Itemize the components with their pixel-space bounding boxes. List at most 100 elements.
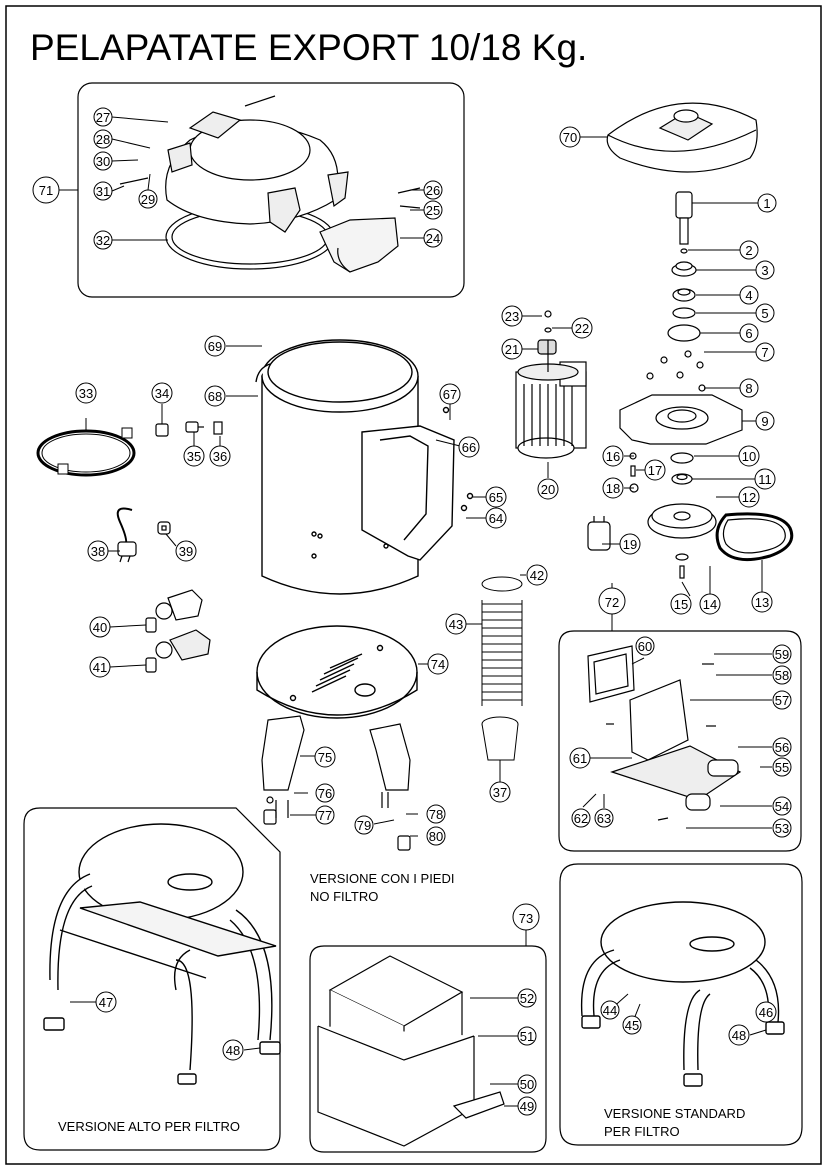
callout-64: [485, 507, 507, 529]
callout-label-77: 77: [318, 808, 332, 823]
callout-label-63: 63: [597, 811, 611, 826]
motor-assembly: [515, 310, 587, 459]
callout-44: [600, 1000, 620, 1020]
callout-54: [772, 796, 792, 816]
callout-label-34: 34: [155, 386, 169, 401]
callout-label-26: 26: [426, 183, 440, 198]
callout-8: [739, 378, 759, 398]
callout-3: [755, 260, 775, 280]
callout-22: [571, 317, 593, 339]
callout-label-54: 54: [775, 799, 789, 814]
callout-37: [489, 781, 511, 803]
callout-5: [755, 303, 775, 323]
callout-label-58: 58: [775, 668, 789, 683]
callout-48-alto: [222, 1039, 244, 1061]
callout-7: [755, 342, 775, 362]
callout-label-6: 6: [745, 326, 752, 341]
callout-56: [772, 737, 792, 757]
callout-29: [138, 189, 158, 209]
callout-label-32: 32: [96, 233, 110, 248]
callout-label-48-alto: 48: [226, 1043, 240, 1058]
callout-63: [594, 808, 614, 828]
callout-label-37: 37: [493, 785, 507, 800]
callout-label-60: 60: [638, 639, 652, 654]
callout-46: [755, 1001, 777, 1023]
callout-label-55: 55: [775, 760, 789, 775]
callout-label-70: 70: [563, 130, 577, 145]
main-tub: [255, 339, 474, 595]
callout-76: [315, 783, 335, 803]
callout-label-49: 49: [520, 1099, 534, 1114]
callout-25: [423, 200, 443, 220]
group-frame-73: [309, 945, 547, 1153]
callout-label-3: 3: [761, 263, 768, 278]
callout-label-14: 14: [703, 597, 717, 612]
callout-74: [427, 653, 449, 675]
callout-38: [87, 540, 109, 562]
callout-label-43: 43: [449, 617, 463, 632]
callout-label-9: 9: [761, 414, 768, 429]
callout-15: [670, 593, 692, 615]
callout-circles: [32, 107, 792, 1116]
callout-20: [537, 478, 559, 500]
callout-27: [93, 107, 113, 127]
pulley-and-belt: [647, 503, 794, 579]
callout-label-18: 18: [606, 481, 620, 496]
drain-hose: [481, 576, 523, 761]
callout-label-23: 23: [505, 309, 519, 324]
callout-label-7: 7: [761, 345, 768, 360]
callout-32: [93, 230, 113, 250]
callout-72: [598, 587, 626, 615]
callout-4: [739, 285, 759, 305]
callout-label-30: 30: [96, 154, 110, 169]
callout-61: [569, 747, 591, 769]
callout-51: [517, 1026, 537, 1046]
callout-label-21: 21: [505, 342, 519, 357]
callout-label-59: 59: [775, 647, 789, 662]
callout-2: [739, 240, 759, 260]
callout-59: [772, 644, 792, 664]
callout-36: [209, 445, 231, 467]
callout-18: [602, 477, 624, 499]
callout-50: [517, 1074, 537, 1094]
callout-label-53: 53: [775, 821, 789, 836]
caption-versione-piedi-line1: VERSIONE CON I PIEDI: [310, 871, 454, 886]
callout-label-47: 47: [99, 995, 113, 1010]
callout-68: [204, 385, 226, 407]
callout-26: [423, 180, 443, 200]
fittings-34-36: [155, 421, 223, 437]
callout-label-15: 15: [674, 597, 688, 612]
callout-41: [89, 656, 111, 678]
filter-box: [317, 955, 505, 1147]
callout-17: [644, 459, 666, 481]
callout-label-29: 29: [141, 192, 155, 207]
callout-label-67: 67: [443, 387, 457, 402]
shaft-stack: [619, 191, 743, 493]
callout-12: [738, 486, 760, 508]
water-hose: [36, 427, 136, 477]
callout-10: [738, 445, 760, 467]
callout-73: [512, 903, 540, 931]
callout-6: [739, 323, 759, 343]
callout-label-38: 38: [91, 544, 105, 559]
callout-label-57: 57: [775, 693, 789, 708]
rotating-disc-70: [606, 102, 758, 173]
callout-label-12: 12: [742, 490, 756, 505]
callout-label-13: 13: [755, 595, 769, 610]
callout-65: [485, 486, 507, 508]
callout-55: [772, 757, 792, 777]
callout-label-25: 25: [426, 203, 440, 218]
callout-47: [95, 991, 117, 1013]
callout-label-1: 1: [763, 196, 770, 211]
callout-35: [183, 445, 205, 467]
callout-77: [315, 805, 335, 825]
callout-78: [426, 804, 446, 824]
callout-70: [559, 126, 581, 148]
callout-label-10: 10: [742, 449, 756, 464]
callout-11: [754, 468, 776, 490]
callout-label-17: 17: [648, 463, 662, 478]
callout-label-79: 79: [357, 818, 371, 833]
callout-label-46: 46: [759, 1005, 773, 1020]
callout-33: [75, 382, 97, 404]
